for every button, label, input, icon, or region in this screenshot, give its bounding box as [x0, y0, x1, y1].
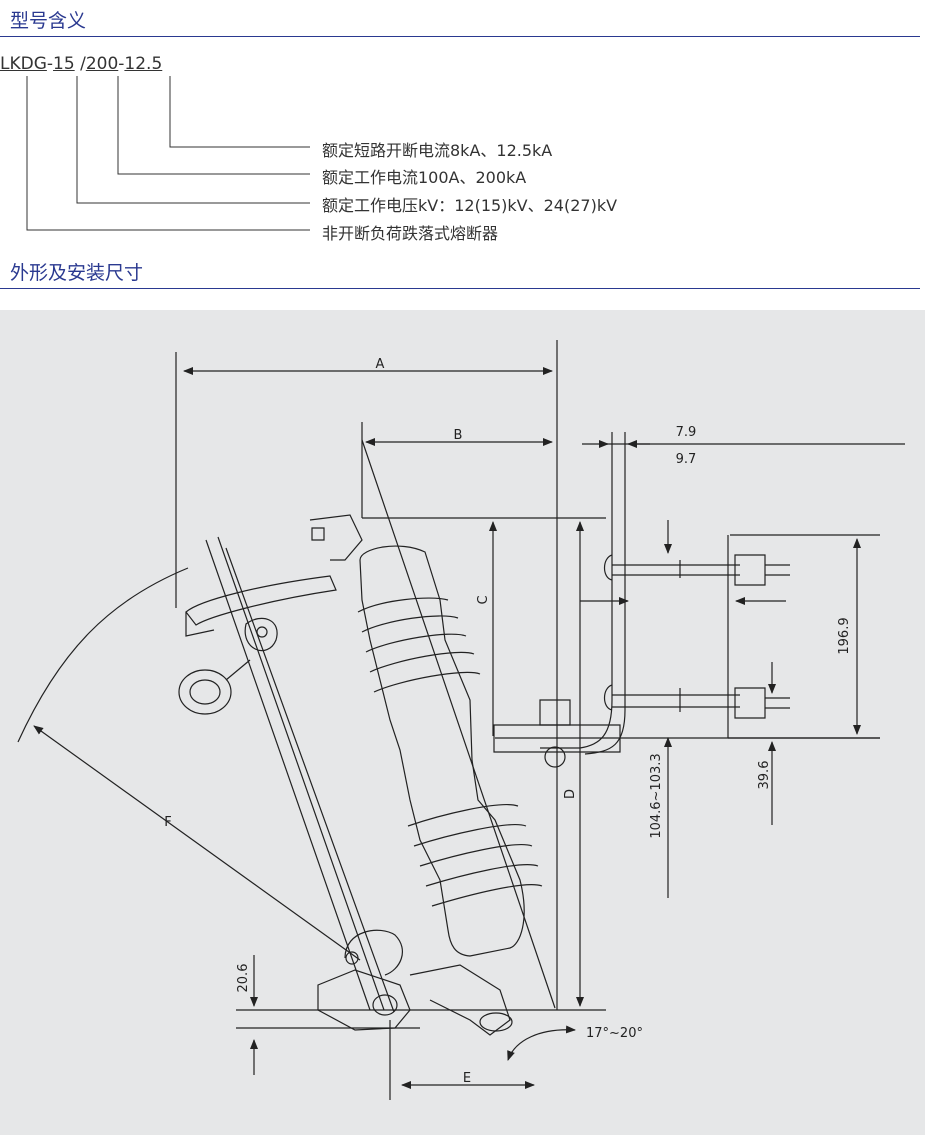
dim-label-7-9: 7.9 — [676, 425, 697, 440]
meaning-fuse-type: 非开断负荷跌落式熔断器 — [322, 224, 499, 243]
model-code: LKDG-15 /200-12.5 — [0, 54, 162, 74]
dim-label-D: D — [563, 789, 578, 799]
model-separator: - — [118, 54, 125, 74]
dim-label-A: A — [376, 357, 385, 372]
section-title-model-meaning: 型号含义 — [10, 10, 87, 32]
meaning-working-current: 额定工作电流100A、200kA — [322, 168, 527, 187]
dim-label-C: C — [476, 595, 491, 604]
model-part-current: 200 — [85, 54, 119, 74]
dim-label-F: F — [164, 815, 171, 830]
meaning-working-voltage: 额定工作电压kV：12(15)kV、24(27)kV — [322, 196, 618, 215]
fuse-outline-svg: A B C D E F 7.9 9.7 196.9 39.6 104.6~103… — [17, 340, 905, 1100]
dim-label-20-6: 20.6 — [236, 964, 251, 993]
model-separator: - — [46, 54, 54, 74]
dimension-drawing: A B C D E F 7.9 9.7 196.9 39.6 104.6~103… — [0, 310, 925, 1135]
model-part-type: LKDG — [0, 54, 47, 74]
model-separator: / — [80, 54, 86, 74]
dim-label-9-7: 9.7 — [676, 452, 697, 467]
dim-label-39-6: 39.6 — [757, 761, 772, 790]
section-divider — [0, 36, 920, 37]
meaning-breaking-current: 额定短路开断电流8kA、12.5kA — [322, 141, 553, 160]
dim-label-196-9: 196.9 — [837, 617, 852, 654]
model-leader-lines — [26, 76, 310, 231]
dim-label-angle: 17°~20° — [586, 1026, 643, 1041]
section-title-dimensions: 外形及安装尺寸 — [10, 262, 144, 284]
model-part-voltage: 15 — [53, 54, 75, 74]
dim-label-104-6: 104.6~103.3 — [649, 753, 664, 838]
model-part-breaking: 12.5 — [124, 54, 163, 74]
dim-label-B: B — [454, 428, 463, 443]
dim-label-E: E — [463, 1071, 471, 1086]
section-divider — [0, 288, 920, 289]
